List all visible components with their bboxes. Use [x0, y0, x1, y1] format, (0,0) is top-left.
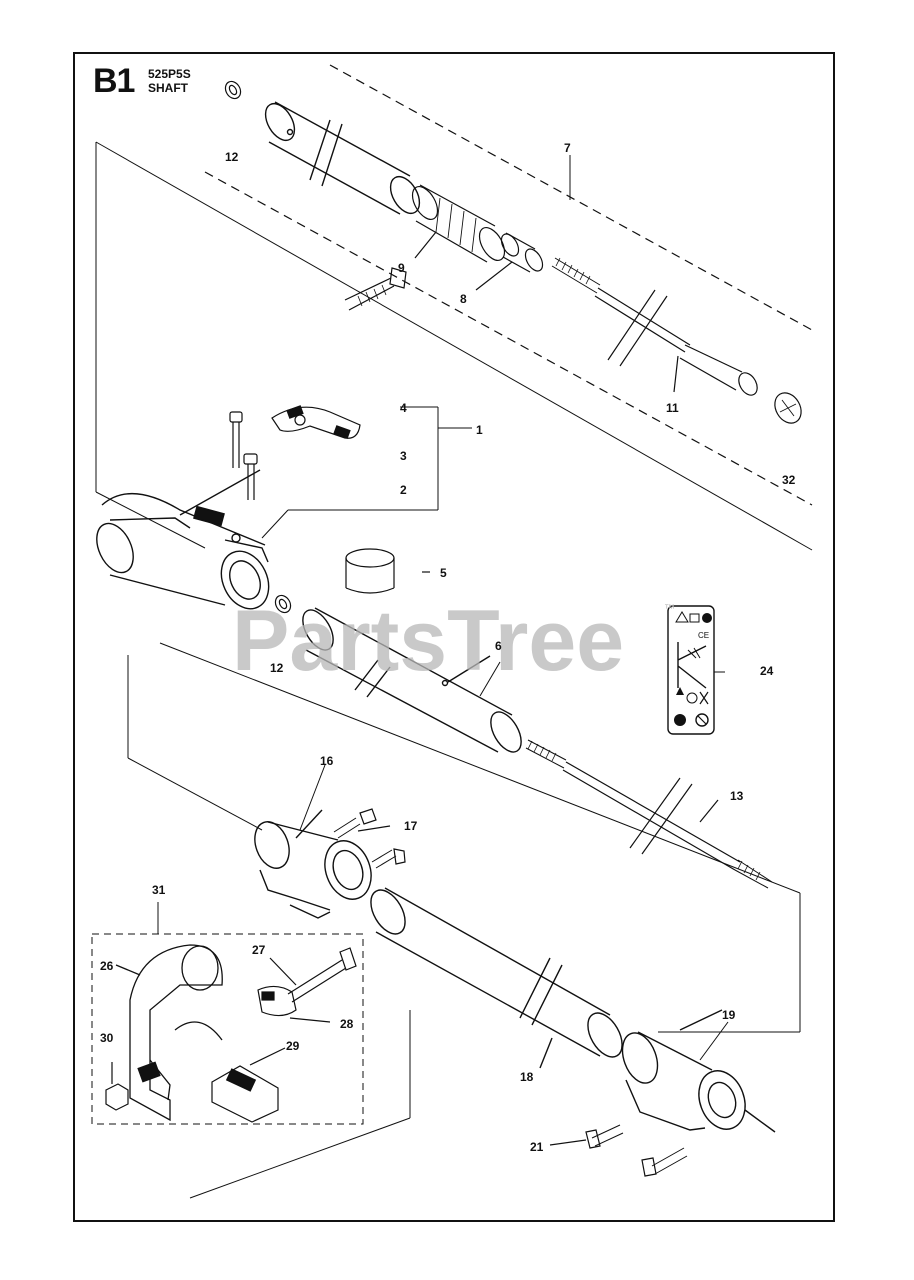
part-27-bolt [269, 947, 357, 1003]
part-13-drive-shaft-lower [525, 739, 773, 889]
callout-8: 8 [460, 292, 467, 306]
upper-shaft-tube [264, 101, 421, 215]
axis-guide-top [204, 64, 813, 506]
callout-7: 7 [564, 141, 571, 155]
section-code: B1 [93, 62, 135, 100]
part-24-decal: CE [667, 605, 715, 735]
model-number: 525P5S [148, 67, 191, 81]
part-5-sleeve [345, 548, 430, 594]
callout-32: 32 [782, 473, 796, 487]
part-26-bracket [115, 944, 223, 1122]
part-2-3-screws [229, 411, 258, 500]
part-4-clamp-plate [271, 405, 361, 439]
callout-27: 27 [252, 943, 266, 957]
part-12-circlip-upper [224, 80, 242, 100]
part-11-drive-shaft-upper [551, 257, 802, 424]
callout-28: 28 [340, 1017, 354, 1031]
part-4-long-bolt [344, 267, 407, 311]
callout-5: 5 [440, 566, 447, 580]
callout-16: 16 [320, 754, 334, 768]
callout-11: 11 [666, 401, 679, 415]
part-19-housing [621, 1009, 776, 1133]
callout-6: 6 [495, 639, 502, 653]
callout-3: 3 [400, 449, 407, 463]
part-30-nut [105, 1062, 129, 1111]
callout-12-upper: 12 [225, 150, 239, 164]
callout-24: 24 [760, 664, 774, 678]
callout-labels: 1 2 3 4 5 6 7 8 9 11 12 12 13 16 17 18 1… [100, 141, 796, 1154]
decal-ce-mark: CE [698, 631, 709, 640]
callout-1: 1 [476, 423, 483, 437]
leader-lines [299, 155, 729, 1061]
assembly-guide-upper [95, 141, 813, 551]
callout-21: 21 [530, 1140, 544, 1154]
callout-29: 29 [286, 1039, 300, 1053]
part-12-circlip-lower [274, 594, 292, 614]
callout-4: 4 [400, 401, 407, 415]
assembly-guide-lower [127, 642, 801, 1033]
part-17-bolt [333, 808, 406, 869]
callout-19: 19 [722, 1008, 736, 1022]
part-29-block [211, 1047, 286, 1123]
part-18-lower-tube [370, 887, 623, 1069]
callout-18: 18 [520, 1070, 534, 1084]
watermark-trademark: ™ [664, 603, 675, 615]
callout-31: 31 [152, 883, 166, 897]
part-16-clamp [254, 809, 372, 919]
part-6-main-tube [302, 607, 522, 753]
page-frame [73, 52, 835, 1222]
part-9-bearing-sleeve [411, 184, 506, 263]
callout-26: 26 [100, 959, 114, 973]
part-1-handle-housing [96, 469, 270, 610]
callout-17: 17 [404, 819, 418, 833]
callout-30: 30 [100, 1031, 114, 1045]
section-title: SHAFT [148, 81, 188, 95]
part-28-clamp-plate [257, 985, 331, 1023]
callout-bracket-1 [261, 406, 472, 539]
callout-13: 13 [730, 789, 744, 803]
callout-9: 9 [398, 261, 405, 275]
kit-31-box [91, 902, 364, 1125]
part-21-bolts [549, 1124, 688, 1177]
part-8-bushing [475, 232, 544, 291]
callout-2: 2 [400, 483, 407, 497]
callout-12-lower: 12 [270, 661, 284, 675]
watermark-text: PartsTree [232, 593, 624, 689]
